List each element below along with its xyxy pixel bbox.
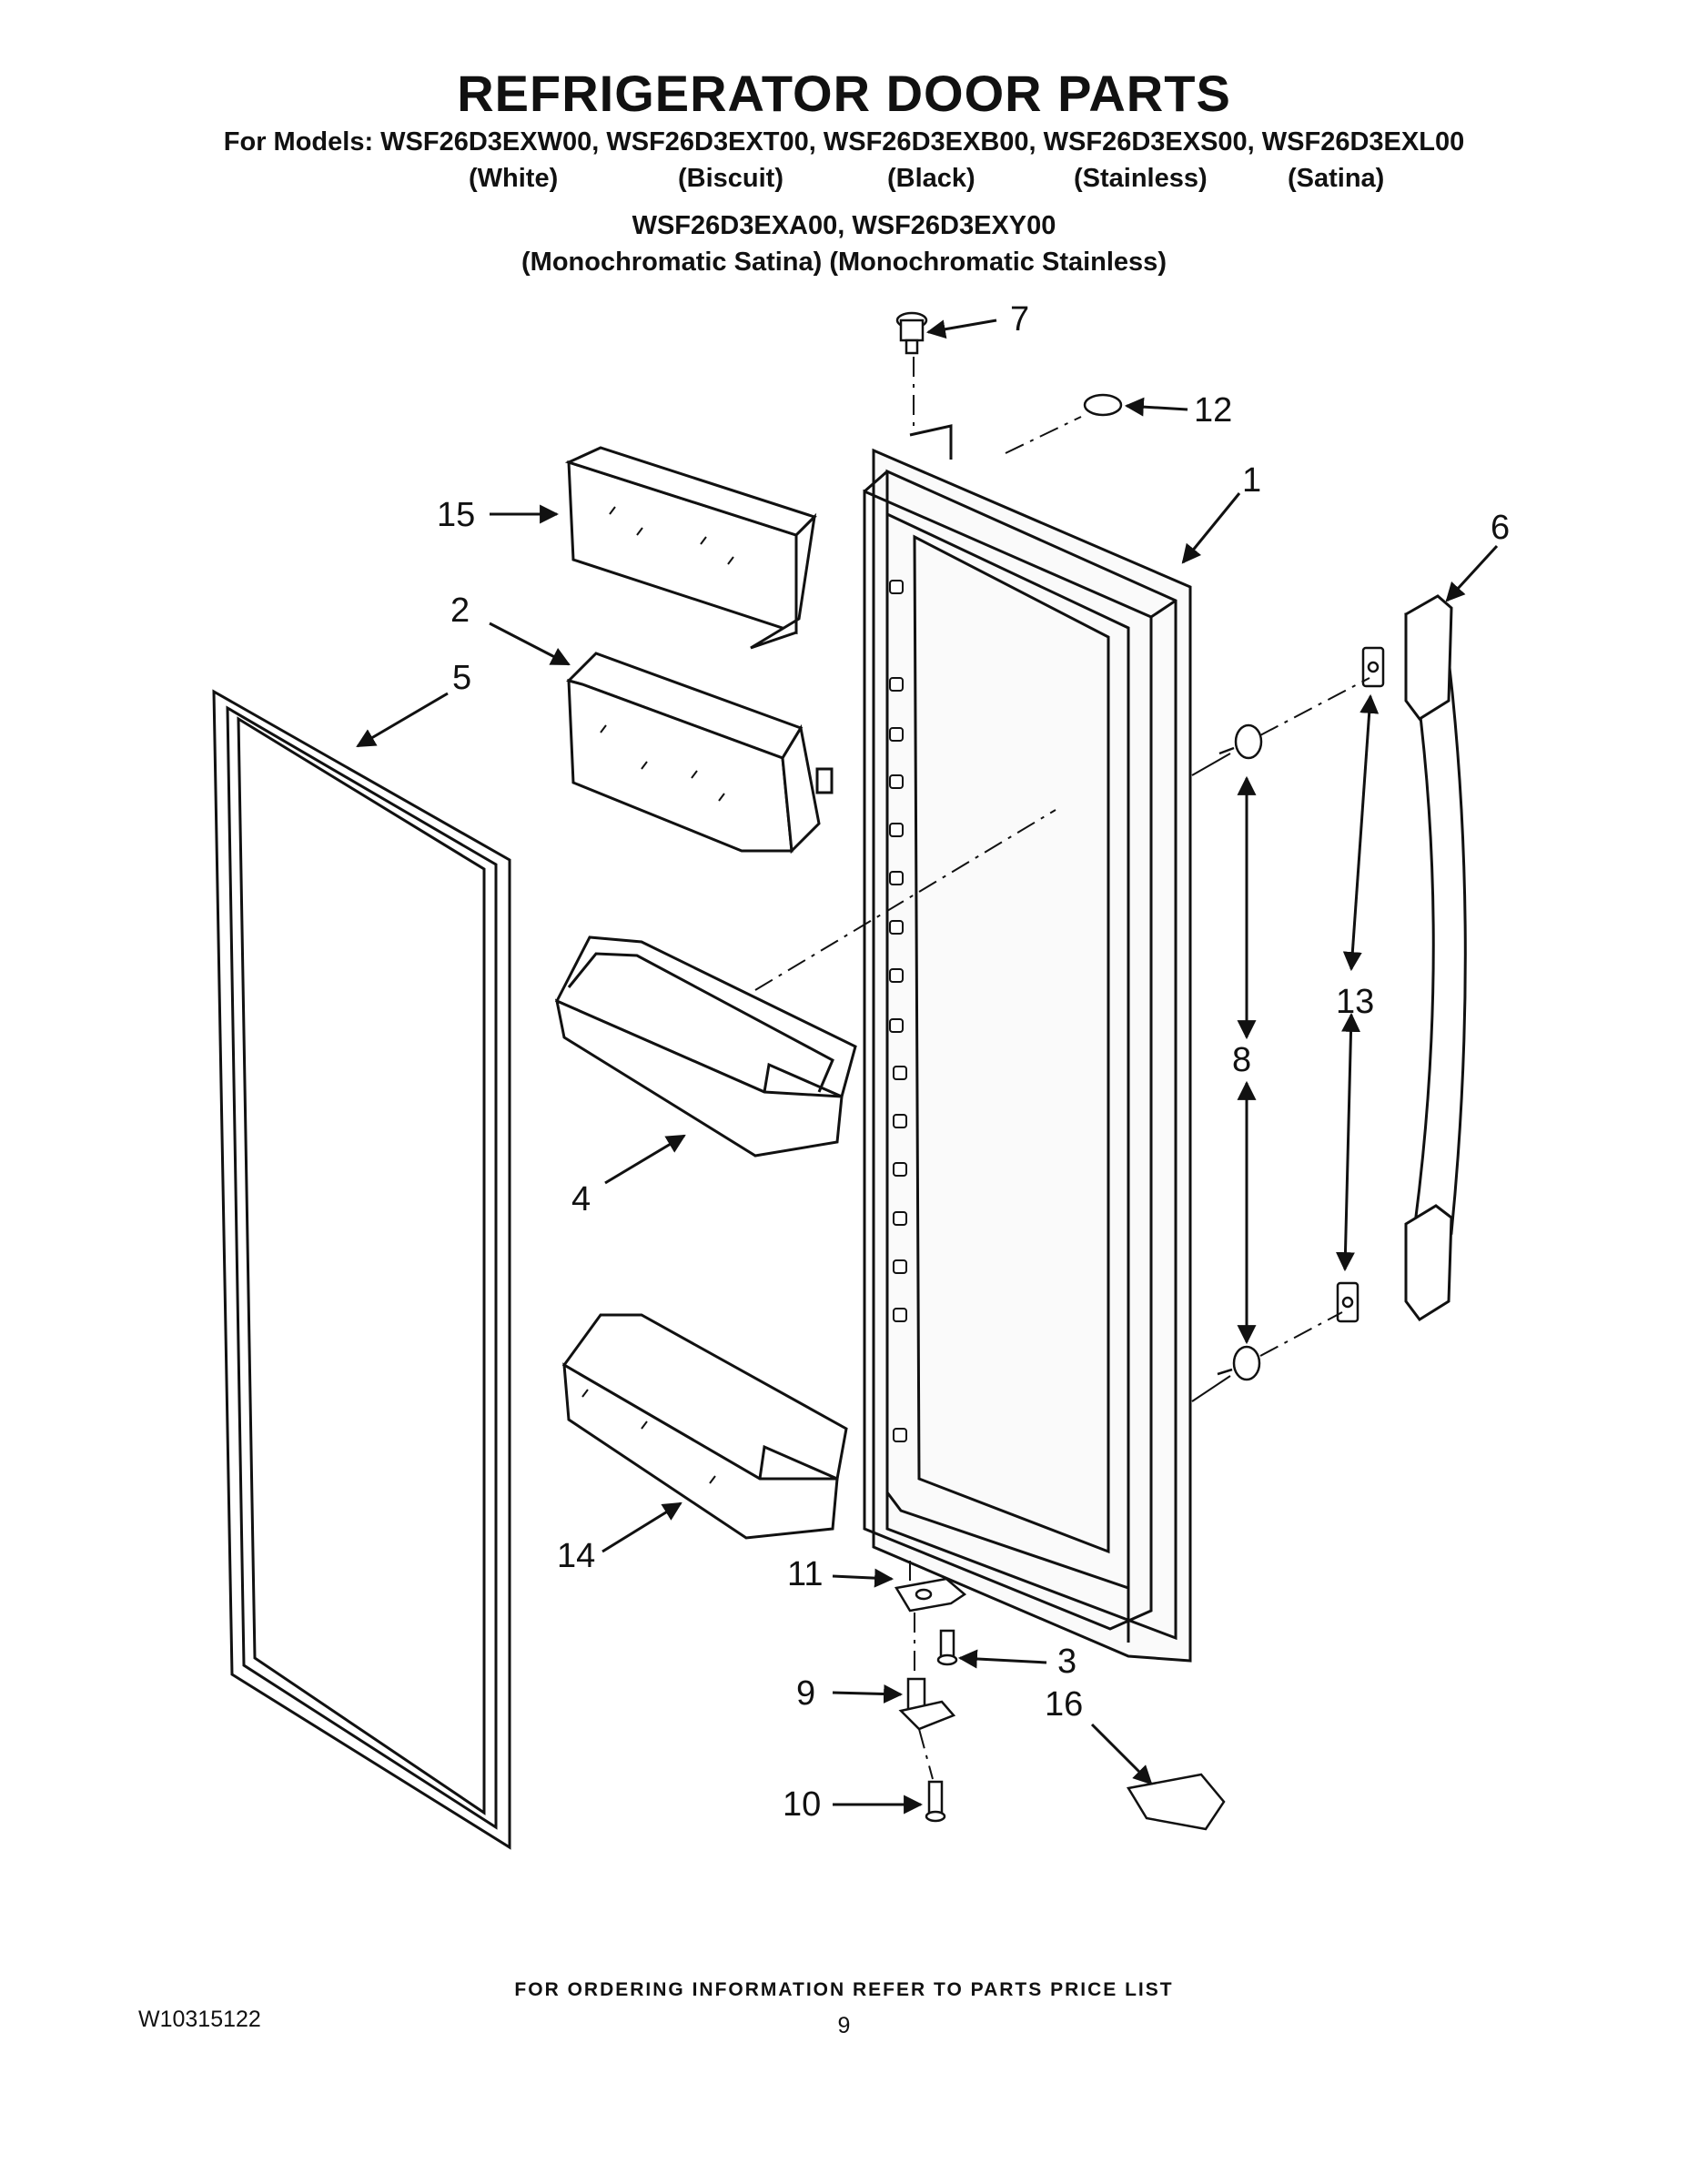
bottom-hinge-pin xyxy=(898,1677,956,1731)
page-title: REFRIGERATOR DOOR PARTS xyxy=(457,65,1231,122)
callout-11: 11 xyxy=(787,1555,823,1593)
callout-14: 14 xyxy=(557,1537,595,1575)
handle-clip-upper xyxy=(1361,646,1385,688)
callout-7: 7 xyxy=(1010,300,1029,339)
callout-13: 13 xyxy=(1336,983,1374,1021)
door-bin-upper xyxy=(554,935,857,1158)
door-assembly xyxy=(863,424,1192,1663)
color-label-stainless: (Stainless) xyxy=(1074,164,1208,193)
color-label-biscuit: (Biscuit) xyxy=(678,164,783,193)
hinge-bracket xyxy=(894,1577,967,1613)
top-hinge-bushing xyxy=(895,311,928,355)
hinge-cover xyxy=(1126,1773,1226,1831)
door-handle xyxy=(1404,594,1467,1322)
color-label-secondary: (Monochromatic Satina) (Monochromatic St… xyxy=(521,248,1167,277)
hinge-screw xyxy=(936,1629,958,1666)
dairy-bin xyxy=(566,652,834,854)
callout-8: 8 xyxy=(1232,1041,1251,1079)
door-shelf-clips xyxy=(889,580,907,1442)
callout-4: 4 xyxy=(571,1180,591,1218)
shoulder-screw-lower xyxy=(1217,1345,1261,1381)
callout-leaders xyxy=(356,318,1499,1815)
callout-10: 10 xyxy=(783,1785,821,1824)
callout-16: 16 xyxy=(1045,1685,1083,1724)
door-mount-lines xyxy=(1191,753,1231,1402)
callout-12: 12 xyxy=(1194,391,1232,430)
assembly-lines xyxy=(754,357,1370,1780)
callout-1: 1 xyxy=(1242,461,1261,500)
callout-3: 3 xyxy=(1057,1643,1076,1681)
callout-2: 2 xyxy=(450,592,470,630)
handle-clip-lower xyxy=(1336,1281,1359,1323)
callout-15: 15 xyxy=(437,496,475,534)
ordering-note: FOR ORDERING INFORMATION REFER TO PARTS … xyxy=(514,1979,1174,2000)
door-gasket xyxy=(212,689,511,1850)
hole-plug xyxy=(1083,393,1123,417)
callout-9: 9 xyxy=(796,1674,815,1713)
color-label-black: (Black) xyxy=(887,164,975,193)
model-list-secondary: WSF26D3EXA00, WSF26D3EXY00 xyxy=(632,211,1056,240)
color-label-satina: (Satina) xyxy=(1288,164,1385,193)
callout-6: 6 xyxy=(1491,509,1510,547)
double-arrows xyxy=(1237,693,1380,1345)
color-label-white: (White) xyxy=(469,164,559,193)
page-number: 9 xyxy=(837,2013,851,2038)
door-bin-lower xyxy=(561,1313,848,1540)
callout-5: 5 xyxy=(452,659,471,697)
shoulder-screw-upper xyxy=(1218,723,1263,760)
document-id: W10315122 xyxy=(138,2007,261,2032)
model-list: For Models: WSF26D3EXW00, WSF26D3EXT00, … xyxy=(223,127,1465,157)
dairy-door xyxy=(564,446,817,650)
hinge-pin-screw xyxy=(925,1780,946,1823)
